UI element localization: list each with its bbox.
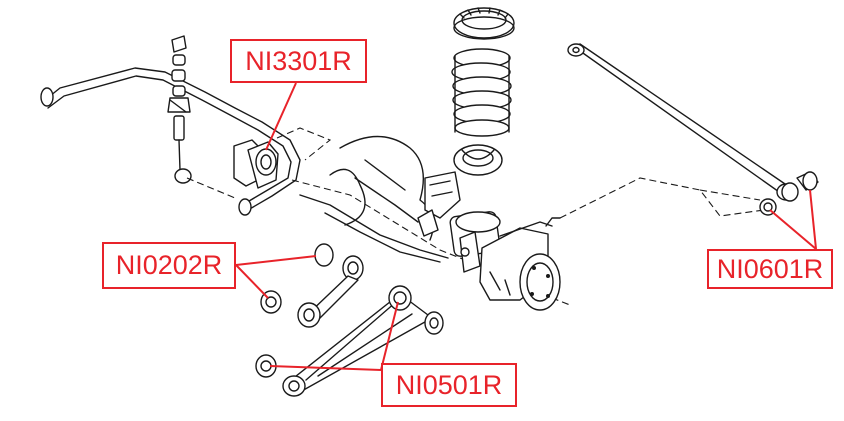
axle-housing — [449, 211, 561, 311]
callout-trailing-link-bushing: NI0202R — [102, 242, 236, 289]
lateral-link — [567, 43, 796, 201]
stabilizer-link — [167, 35, 192, 184]
spring-lower-seat — [453, 144, 503, 176]
callout-lower-arm-bushing: NI0501R — [381, 363, 517, 407]
callout-leader-lines — [235, 82, 817, 371]
callout-lateral-link-bushing: NI0601R — [707, 249, 833, 289]
callout-stabilizer-bushing: NI3301R — [230, 39, 367, 83]
spring-upper-seat — [453, 7, 515, 40]
hub-carrier — [299, 135, 461, 263]
stabilizer-bushing-bracket — [233, 139, 279, 189]
stabilizer-bar — [40, 67, 301, 216]
trailing-link — [260, 243, 364, 328]
coil-spring — [451, 48, 512, 137]
